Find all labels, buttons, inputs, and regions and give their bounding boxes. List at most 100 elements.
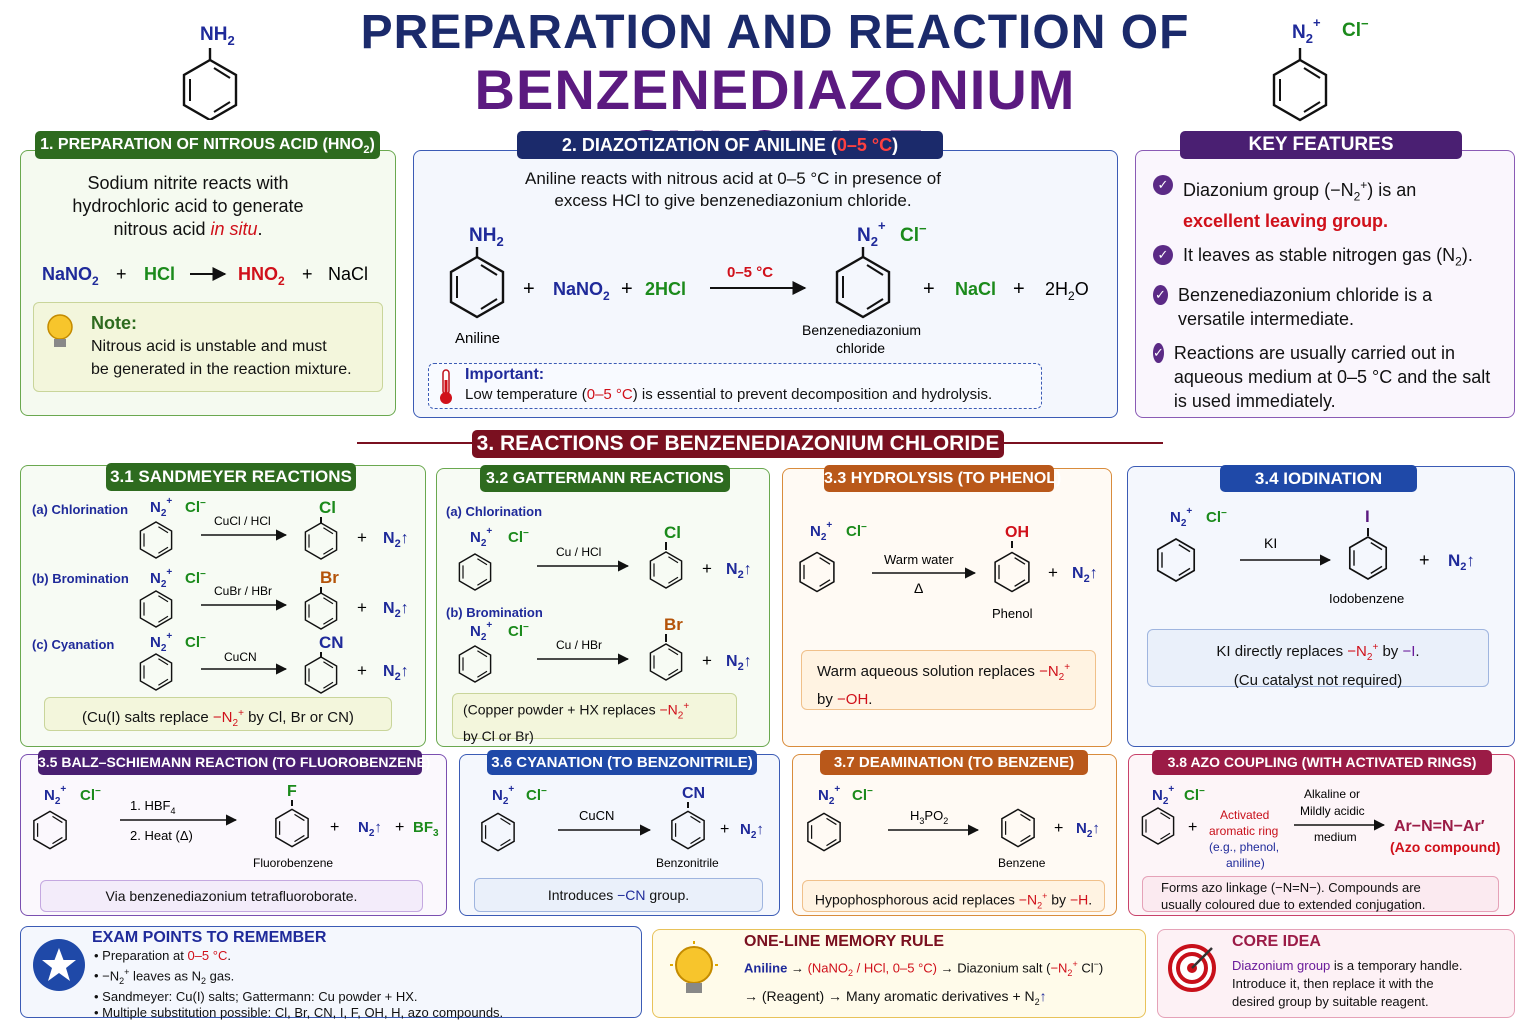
azo-coupling-reaction: N2+ Cl− + Activated aromatic ring (e.g.,… xyxy=(1134,780,1512,872)
tab-nitrous-acid: 1. PREPARATION OF NITROUS ACID (HNO2) xyxy=(35,131,380,159)
svg-text:aniline): aniline) xyxy=(1226,856,1265,870)
svg-text:BF3: BF3 xyxy=(413,819,439,839)
svg-text:N2↑: N2↑ xyxy=(740,821,764,841)
svg-text:+: + xyxy=(1419,550,1430,570)
svg-text:(b) Bromination: (b) Bromination xyxy=(446,605,543,620)
svg-text:Cl−: Cl− xyxy=(80,786,101,804)
svg-text:+: + xyxy=(1054,820,1063,837)
sec2-important-box xyxy=(428,363,1042,409)
svg-text:N2↑: N2↑ xyxy=(1448,551,1475,573)
svg-text:Cl−: Cl− xyxy=(1184,786,1205,804)
sec1-text-1: Sodium nitrite reacts with xyxy=(87,173,289,193)
svg-text:(Azo compound): (Azo compound) xyxy=(1390,839,1500,855)
svg-text:CN: CN xyxy=(319,633,344,652)
tab-azo-coupling: 3.8 AZO COUPLING (WITH ACTIVATED RINGS) xyxy=(1152,750,1492,775)
svg-text:+: + xyxy=(702,651,712,670)
svg-text:2HCl: 2HCl xyxy=(645,279,686,299)
svg-text:Cu / HBr: Cu / HBr xyxy=(556,638,602,652)
svg-text:N2+: N2+ xyxy=(1152,784,1174,807)
svg-text:NaCl: NaCl xyxy=(955,279,996,299)
hydrolysis-note: Warm aqueous solution replaces −N2+by −O… xyxy=(801,650,1096,710)
azo-coupling-note: Forms azo linkage (−N=N−). Compounds are… xyxy=(1142,876,1499,912)
svg-text:Cl−: Cl− xyxy=(508,528,529,546)
tab-balz-schiemann: 3.5 BALZ–SCHIEMANN REACTION (TO FLUOROBE… xyxy=(38,750,431,775)
svg-text:(e.g., phenol,: (e.g., phenol, xyxy=(1209,840,1279,854)
svg-text:+: + xyxy=(357,598,367,617)
svg-text:(a) Chlorination: (a) Chlorination xyxy=(446,504,542,519)
svg-text:CuCN: CuCN xyxy=(224,650,257,664)
check-icon: ✓ xyxy=(1153,175,1173,195)
svg-text:CN: CN xyxy=(682,785,705,802)
svg-text:H3PO2: H3PO2 xyxy=(910,808,948,826)
svg-text:N2↑: N2↑ xyxy=(726,653,752,673)
svg-text:N2↑: N2↑ xyxy=(726,561,752,581)
svg-text:N2+: N2+ xyxy=(470,526,492,549)
svg-text:NH2: NH2 xyxy=(200,24,235,48)
tab-hydrolysis: 3.3 HYDROLYSIS (TO PHENOL) xyxy=(824,465,1061,492)
svg-text:Fluorobenzene: Fluorobenzene xyxy=(253,856,333,870)
svg-text:+: + xyxy=(720,821,729,838)
svg-text:medium: medium xyxy=(1314,830,1357,844)
svg-text:Mildly acidic: Mildly acidic xyxy=(1300,804,1365,818)
svg-text:+: + xyxy=(702,559,712,578)
svg-text:HNO2: HNO2 xyxy=(238,264,285,288)
svg-text:CuCl / HCl: CuCl / HCl xyxy=(214,514,271,528)
iodination-note: KI directly replaces −N2+ by −I.(Cu cata… xyxy=(1147,629,1489,689)
sec2-text-2: excess HCl to give benzenediazonium chlo… xyxy=(554,191,912,210)
panel-key-features xyxy=(1135,150,1515,418)
svg-text:+: + xyxy=(1013,278,1025,300)
svg-text:Warm water: Warm water xyxy=(884,552,954,567)
svg-text:CuBr / HBr: CuBr / HBr xyxy=(214,584,272,598)
svg-text:+: + xyxy=(116,264,127,284)
tab-iodination: 3.4 IODINATION xyxy=(1220,465,1417,492)
svg-text:I: I xyxy=(1365,507,1370,526)
svg-text:Cl−: Cl− xyxy=(185,569,206,587)
svg-text:Benzenediazonium: Benzenediazonium xyxy=(802,322,921,338)
svg-text:Br: Br xyxy=(664,615,683,634)
svg-text:Cu / HCl: Cu / HCl xyxy=(556,545,601,559)
exam-point-4: Multiple substitution possible: Cl, Br, … xyxy=(94,1005,634,1021)
svg-text:N2↑: N2↑ xyxy=(358,819,382,839)
deamination-reaction: N2+ Cl− H3PO2 Benzene + N2↑ xyxy=(800,778,1115,873)
svg-text:NaNO2: NaNO2 xyxy=(42,264,99,288)
core-line1: Diazonium group is a temporary handle. xyxy=(1232,958,1463,973)
svg-text:Cl−: Cl− xyxy=(900,221,927,246)
svg-text:NaNO2: NaNO2 xyxy=(553,279,610,303)
svg-text:Δ: Δ xyxy=(914,580,923,596)
svg-text:(c) Cyanation: (c) Cyanation xyxy=(32,637,114,652)
sec1-note-box xyxy=(33,302,383,392)
core-line3: desired group by suitable reagent. xyxy=(1232,994,1429,1009)
check-icon: ✓ xyxy=(1153,285,1168,306)
deamination-note: Hypophosphorous acid replaces −N2+ by −H… xyxy=(802,880,1105,912)
tab-key-features: KEY FEATURES xyxy=(1180,131,1462,159)
svg-text:Iodobenzene: Iodobenzene xyxy=(1329,591,1404,606)
svg-text:N2+: N2+ xyxy=(492,784,514,807)
check-icon: ✓ xyxy=(1153,343,1164,364)
svg-text:Cl−: Cl− xyxy=(526,786,547,804)
tab-deamination: 3.7 DEAMINATION (TO BENZENE) xyxy=(820,750,1088,775)
cyanation-reaction: N2+ Cl− CuCN CN Benzonitrile + N2↑ xyxy=(470,778,778,873)
header-diazonium-structure: N2+ Cl− xyxy=(1260,8,1380,123)
core-line2: Introduce it, then replace it with the xyxy=(1232,976,1434,991)
memory-line2: → (Reagent) → Many aromatic derivatives … xyxy=(744,988,1047,1007)
svg-text:Cl−: Cl− xyxy=(1206,508,1227,526)
svg-text:N2+: N2+ xyxy=(470,620,492,643)
target-icon xyxy=(1166,942,1218,994)
svg-text:HCl: HCl xyxy=(144,264,175,284)
panel-memory-rule xyxy=(652,929,1146,1018)
svg-text:Cl−: Cl− xyxy=(852,786,873,804)
sec2-important-title: Important: xyxy=(465,366,545,383)
panel-iodination xyxy=(1127,466,1515,747)
svg-text:Cl: Cl xyxy=(319,498,336,517)
svg-text:Cl−: Cl− xyxy=(508,622,529,640)
svg-text:N2+: N2+ xyxy=(857,218,886,249)
section3-heading: 3. REACTIONS OF BENZENEDIAZONIUM CHLORID… xyxy=(472,430,1004,458)
thermometer-icon xyxy=(436,368,456,406)
exam-point-2: −N2+ leaves as N2 gas. xyxy=(94,964,634,989)
hydrolysis-reaction: N2+ Cl− Warm water Δ OH Phenol + N2↑ xyxy=(790,510,1110,630)
lightbulb-icon xyxy=(42,310,78,354)
svg-text:N2+: N2+ xyxy=(150,496,172,519)
tab-sandmeyer: 3.1 SANDMEYER REACTIONS xyxy=(106,463,356,491)
svg-text:Cl−: Cl− xyxy=(185,498,206,516)
